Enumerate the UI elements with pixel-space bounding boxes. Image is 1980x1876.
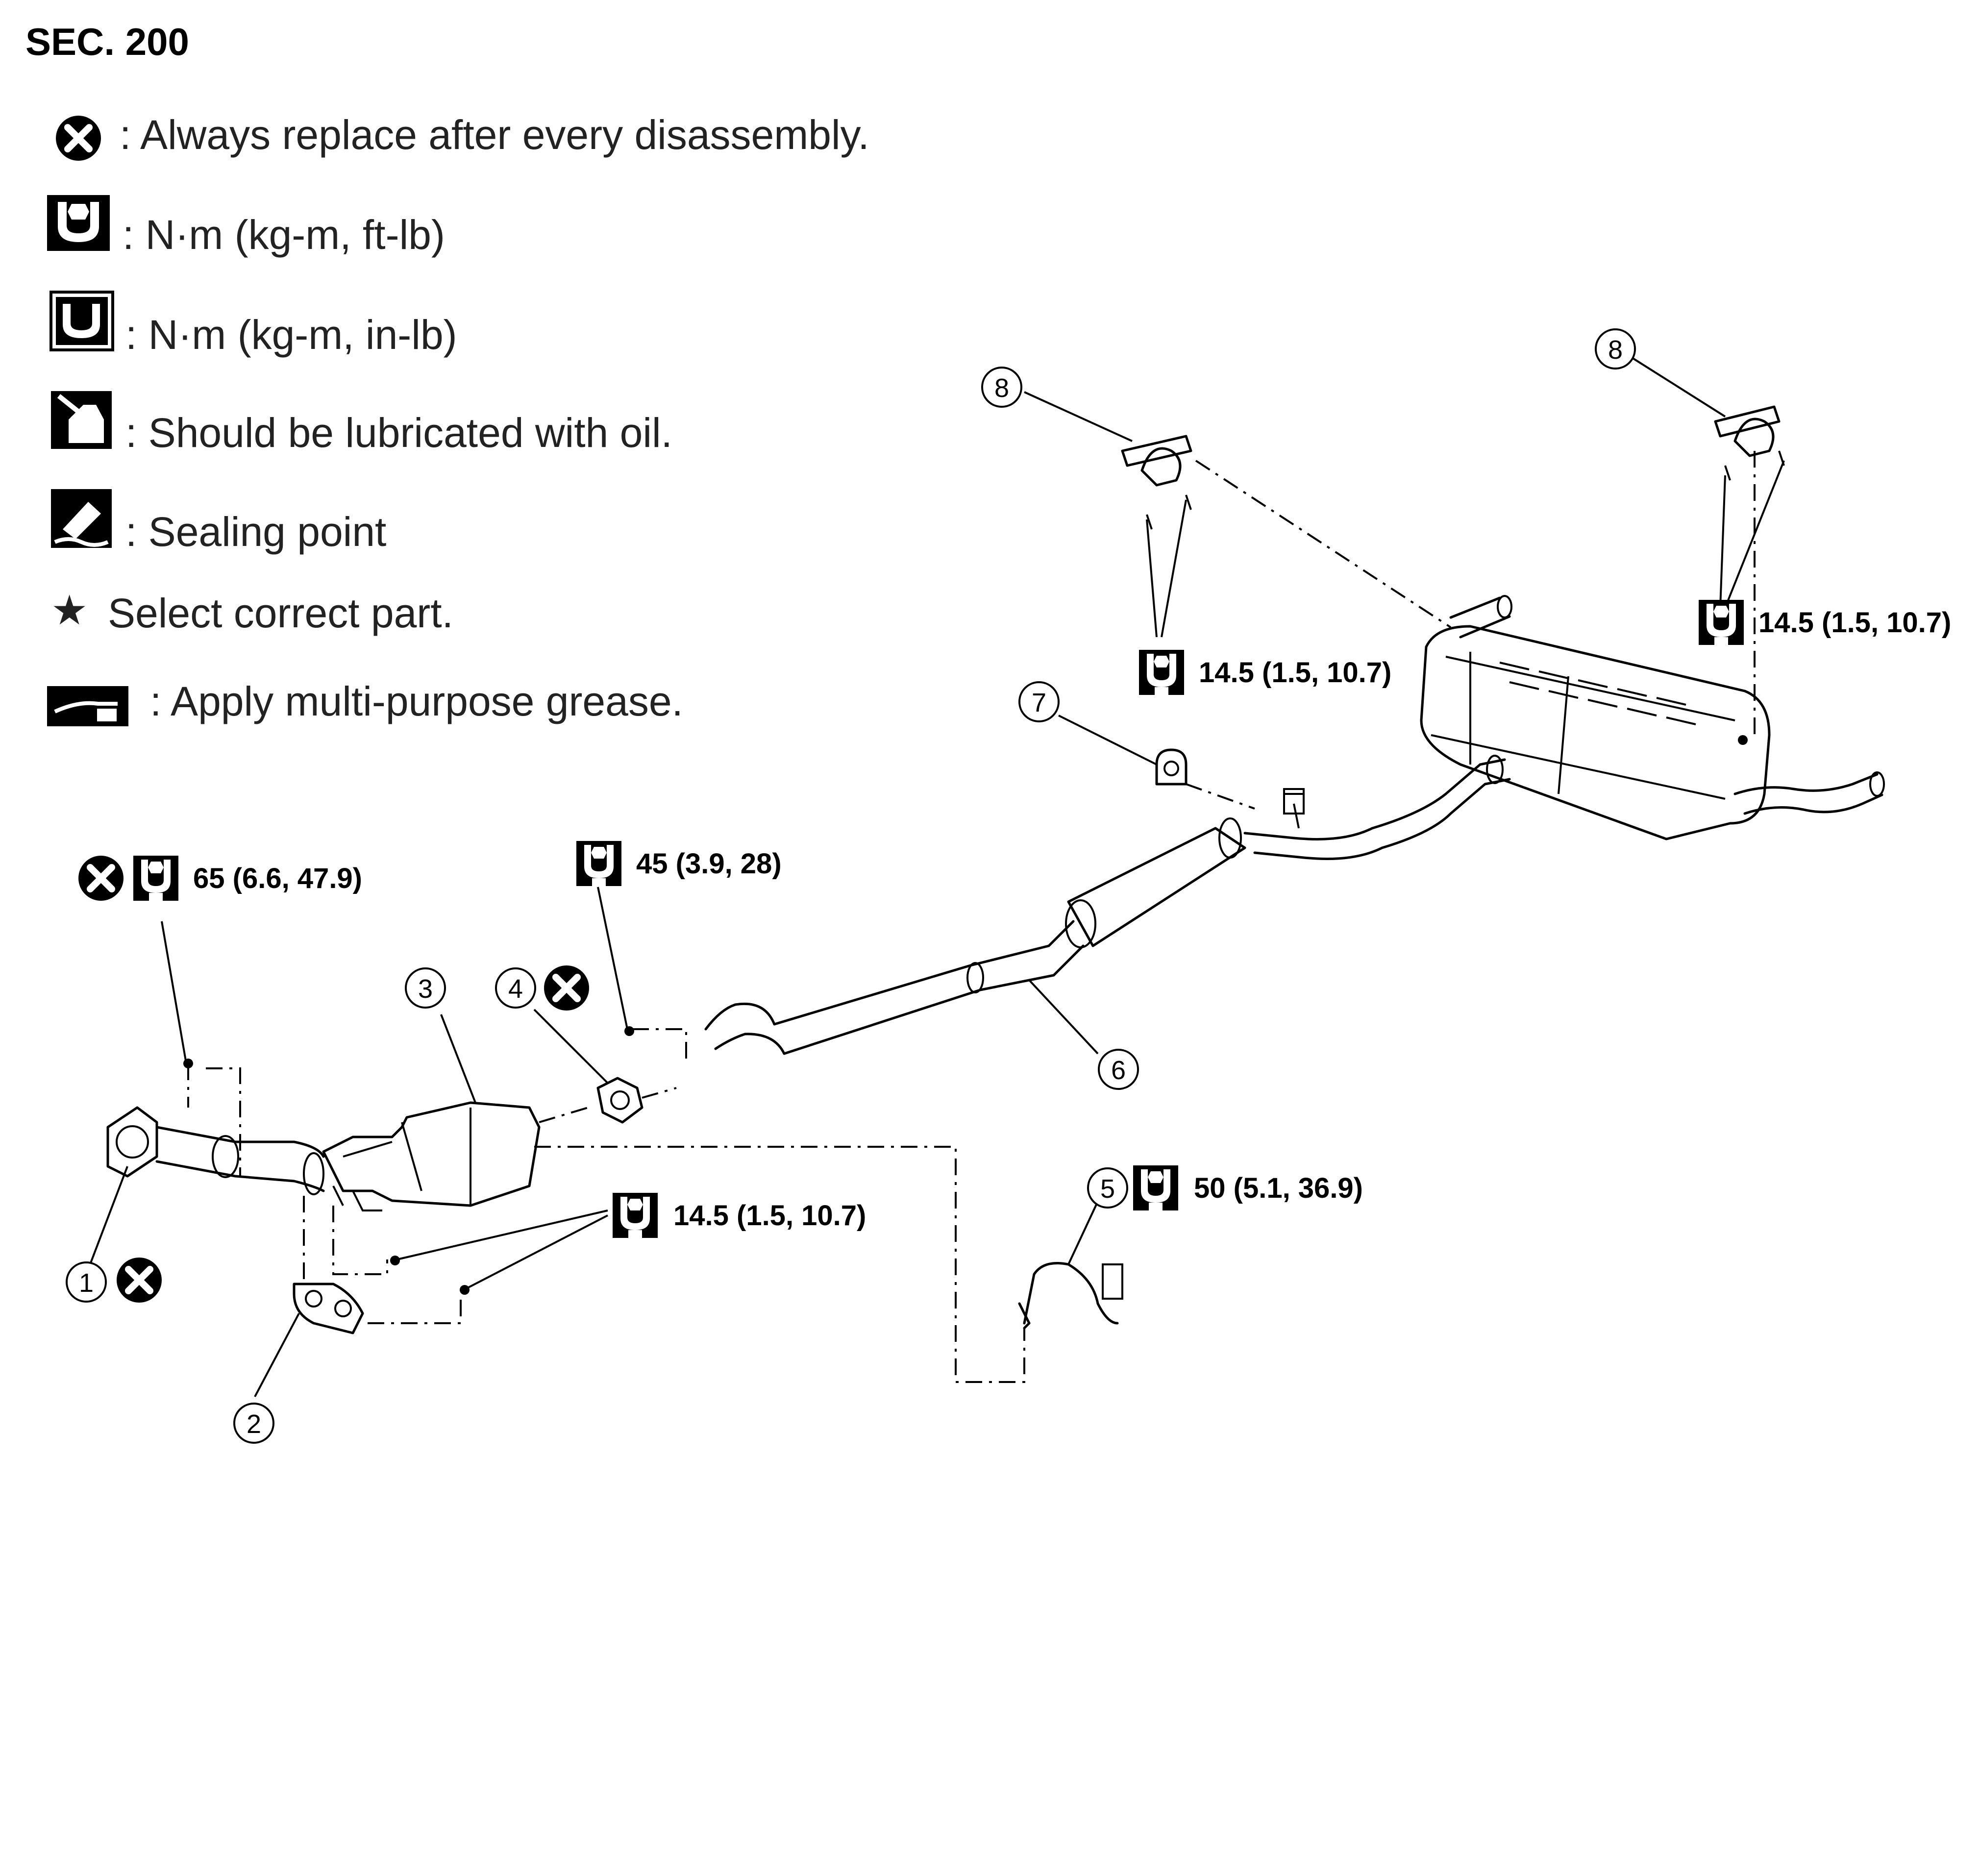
callout-3: 3 — [418, 974, 433, 1004]
legend-item-4: : Should be lubricated with oil. — [125, 410, 672, 456]
callout-8-right: 8 — [1608, 335, 1623, 365]
callout-7: 7 — [1032, 688, 1046, 717]
legend-item-1: : Always replace after every disassembly… — [120, 112, 869, 158]
legend: : Always replace after every disassembly… — [47, 112, 869, 726]
always-replace-icon-4 — [544, 965, 589, 1011]
torque-specs: 65 (6.6, 47.9) 45 (3.9, 28) 14.5 (1.5, 1… — [78, 600, 1951, 1238]
front-tube-1 — [106, 1106, 325, 1195]
center-pipe-6 — [704, 755, 1511, 1055]
callout-6: 6 — [1111, 1056, 1126, 1085]
always-replace-icon-front-nuts — [78, 856, 124, 901]
callout-1: 1 — [79, 1268, 94, 1298]
sealing-point-icon — [51, 489, 112, 548]
legend-item-6: Select correct part. — [108, 590, 453, 636]
legend-item-2: : N·m (kg-m, ft-lb) — [123, 212, 445, 258]
star-icon: ★ — [51, 587, 88, 633]
rear-muffler — [1420, 595, 1885, 840]
bracket-2 — [293, 1283, 364, 1334]
gasket-4 — [596, 1077, 644, 1124]
torque-center-flange: 45 (3.9, 28) — [636, 848, 782, 880]
callout-4: 4 — [508, 974, 523, 1004]
torque-ft-lb-icon — [47, 195, 110, 251]
torque-icon-hanger-right — [1699, 600, 1744, 645]
hanger-8-right — [1714, 405, 1785, 481]
torque-icon-hanger-left — [1139, 650, 1184, 695]
callouts: 1 2 3 4 5 6 7 8 8 — [66, 328, 1636, 1444]
torque-front-nuts: 65 (6.6, 47.9) — [193, 863, 362, 894]
torque-icon-front-nuts — [133, 856, 178, 901]
fasteners — [183, 735, 1748, 1295]
callout-8-left: 8 — [994, 373, 1009, 403]
mounting-rubber-7 — [1155, 748, 1188, 786]
hanger-8-left — [1121, 435, 1192, 530]
oil-can-icon — [51, 391, 112, 449]
grease-icon — [47, 686, 128, 726]
torque-icon-bracket-bolts — [613, 1193, 658, 1238]
callout-2: 2 — [247, 1409, 261, 1439]
section-title: SEC. 200 — [25, 20, 189, 63]
legend-item-5: : Sealing point — [125, 509, 386, 555]
torque-bracket-bolts: 14.5 (1.5, 10.7) — [673, 1200, 866, 1232]
torque-in-lb-icon — [50, 291, 114, 351]
torque-icon-sensor — [1133, 1165, 1178, 1210]
torque-hanger-left: 14.5 (1.5, 10.7) — [1199, 657, 1391, 689]
legend-item-7: : Apply multi-purpose grease. — [150, 678, 683, 724]
callout-5: 5 — [1100, 1174, 1115, 1204]
legend-item-3: : N·m (kg-m, in-lb) — [125, 312, 457, 358]
assembly-lines — [187, 451, 1756, 1383]
torque-icon-center-flange — [576, 841, 621, 886]
torque-sensor: 50 (5.1, 36.9) — [1194, 1172, 1363, 1204]
catalytic-converter-3 — [322, 1101, 541, 1211]
always-replace-icon — [56, 116, 101, 161]
oxygen-sensor-5 — [1018, 1262, 1123, 1330]
torque-hanger-right: 14.5 (1.5, 10.7) — [1758, 607, 1951, 639]
always-replace-icon-1 — [117, 1258, 162, 1303]
